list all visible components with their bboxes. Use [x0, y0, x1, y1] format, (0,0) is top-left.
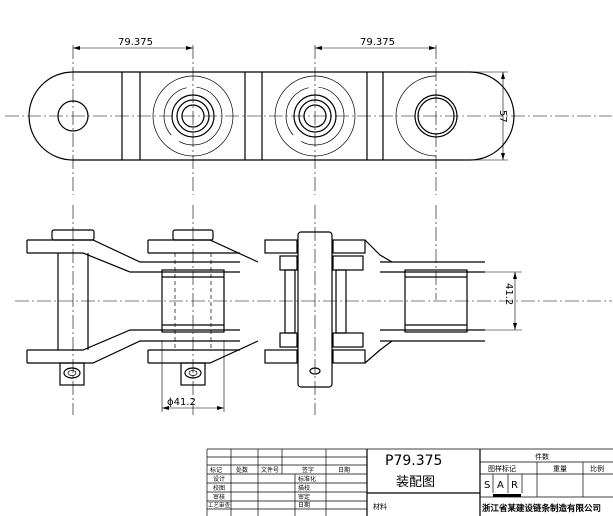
- drawing-code: P79.375: [385, 453, 442, 469]
- top-view: [5, 45, 612, 195]
- role-check: 校图: [213, 484, 225, 492]
- dim-roller-diameter: ϕ41.2: [167, 397, 196, 408]
- role-review: 审核: [213, 493, 225, 501]
- bottom-view: [15, 205, 612, 415]
- stage-mark-r: R: [511, 480, 518, 491]
- dim-pitch-right: 79.375: [360, 37, 395, 48]
- row-label-file: 文件号: [261, 466, 279, 474]
- company-name: 浙江省某建设链条制造有限公司: [482, 503, 601, 514]
- material-label: 材料: [373, 502, 387, 511]
- row-label-mark: 标记: [210, 466, 222, 474]
- section-hatch: [264, 231, 366, 388]
- title-block: [206, 448, 613, 516]
- stage-mark-s: S: [484, 480, 490, 491]
- dim-pitch-left: 79.375: [118, 37, 153, 48]
- role-approve: 审定: [298, 493, 310, 501]
- role-date: 日期: [298, 501, 310, 509]
- stage-mark-a: A: [497, 480, 504, 491]
- stage-label: 图样标记: [488, 464, 516, 473]
- drawing-name: 装配图: [396, 475, 435, 490]
- dim-plate-height: 57: [497, 110, 508, 123]
- row-label-date: 日期: [338, 466, 350, 474]
- weight-label: 重量: [553, 465, 567, 473]
- role-trace: 描校: [298, 484, 310, 492]
- row-label-sign: 签字: [302, 466, 314, 474]
- role-design: 设计: [213, 475, 225, 483]
- dim-roller-width: 41.2: [503, 283, 514, 305]
- scale-label: 比例: [590, 464, 604, 473]
- role-process: 工艺审查: [208, 501, 231, 509]
- role-standard: 标准化: [298, 475, 316, 483]
- row-label-count: 处数: [236, 466, 248, 474]
- sheet-label: 件数: [535, 452, 549, 461]
